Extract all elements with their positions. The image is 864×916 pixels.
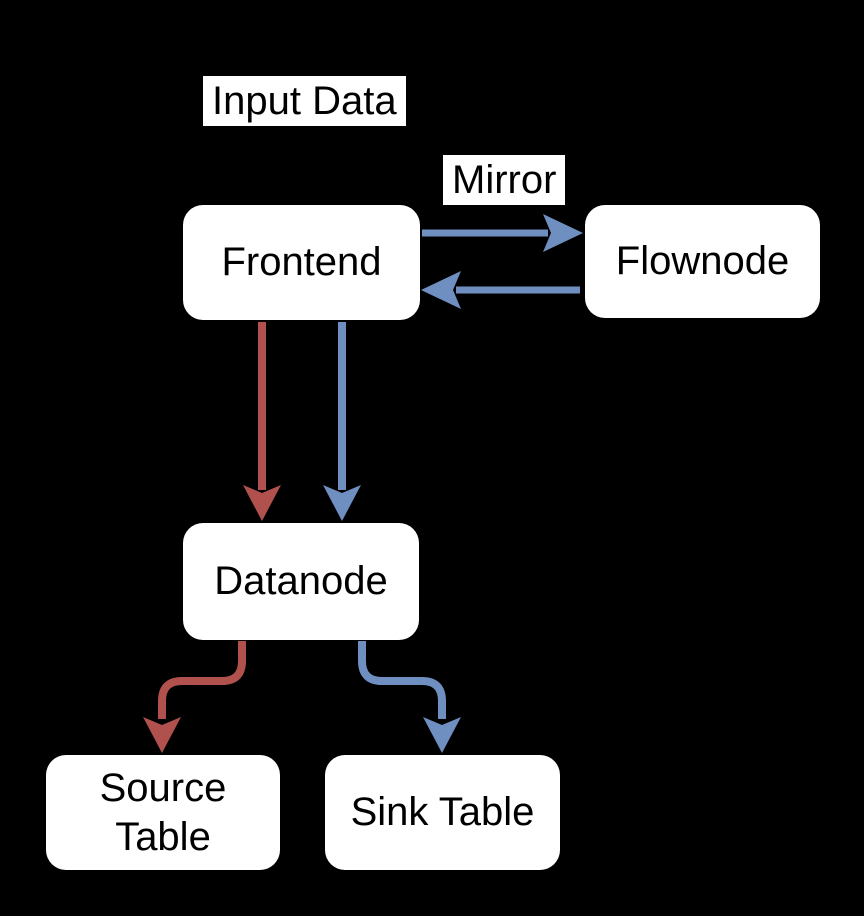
input-data-label: Input Data: [203, 76, 406, 126]
arrow-flownode-to-frontend: [421, 271, 580, 309]
arrow-datanode-to-source-table-shaft: [158, 641, 246, 719]
node-frontend: Frontend: [183, 205, 420, 320]
arrow-datanode-to-sink-table: [358, 641, 461, 753]
arrow-frontend-to-datanode-blue-head: [323, 485, 361, 521]
node-source-table-label: Source Table: [99, 765, 227, 859]
arrow-frontend-to-datanode-red-head: [243, 485, 281, 521]
node-source-table: Source Table: [46, 755, 280, 870]
arrow-frontend-to-datanode-red: [243, 322, 281, 521]
node-frontend-label: Frontend: [221, 240, 382, 285]
arrow-datanode-to-source-table: [143, 641, 246, 753]
arrow-datanode-to-sink-table-shaft: [358, 641, 446, 719]
node-sink-table: Sink Table: [325, 755, 560, 870]
arrow-datanode-to-source-table-head: [143, 717, 181, 753]
arrow-flownode-to-frontend-head: [421, 271, 461, 309]
arrow-frontend-to-datanode-blue: [323, 322, 361, 521]
arrow-frontend-to-flownode: [422, 214, 583, 252]
node-flownode-label: Flownode: [615, 239, 790, 284]
node-datanode: Datanode: [183, 523, 419, 640]
arrow-frontend-to-flownode-head: [543, 214, 583, 252]
mirror-edge-label: Mirror: [443, 155, 566, 205]
node-flownode: Flownode: [585, 205, 820, 318]
node-sink-table-label: Sink Table: [350, 790, 535, 835]
node-datanode-label: Datanode: [214, 559, 388, 604]
arrow-datanode-to-sink-table-head: [423, 717, 461, 753]
